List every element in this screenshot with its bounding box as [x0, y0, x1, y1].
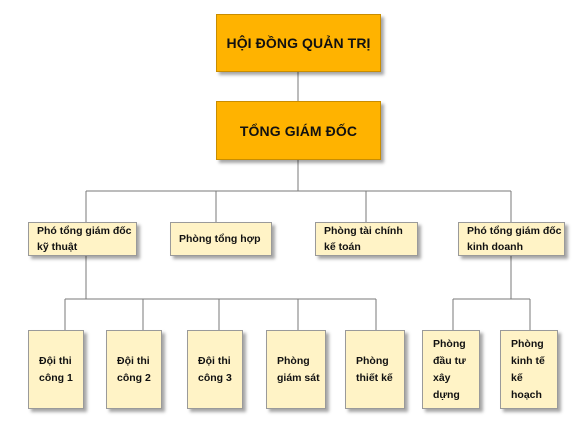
unit-construction-team-2-line2: công 2	[117, 371, 151, 384]
unit-supervision-department-line1: Phòng	[277, 354, 310, 367]
unit-supervision-department: Phòng giám sát	[266, 330, 326, 409]
dept-technical-deputy: Phó tổng giám đốc kỹ thuật	[28, 222, 137, 256]
dept-finance-accounting: Phòng tài chính kế toán	[315, 222, 418, 256]
unit-economic-planning-line1: Phòng	[511, 337, 544, 350]
dept-technical-deputy-line1: Phó tổng giám đốc	[37, 225, 132, 237]
dept-finance-accounting-line1: Phòng tài chính	[324, 225, 403, 237]
unit-construction-investment-line3: xây dựng	[433, 371, 460, 401]
dept-general-affairs: Phòng tổng hợp	[170, 222, 272, 256]
unit-construction-investment-department: Phòng đầu tư xây dựng	[422, 330, 480, 409]
unit-construction-team-2: Đội thi công 2	[106, 330, 162, 409]
dept-general-affairs-label: Phòng tổng hợp	[179, 233, 261, 245]
ceo-label: TỔNG GIÁM ĐỐC	[239, 122, 358, 139]
unit-economic-planning-line2: kinh tế	[511, 354, 545, 367]
unit-construction-investment-line1: Phòng	[433, 337, 466, 350]
dept-technical-deputy-line2: kỹ thuật	[37, 241, 78, 253]
unit-construction-team-2-line1: Đội thi	[117, 354, 150, 367]
unit-construction-team-3-line2: công 3	[198, 371, 232, 384]
ceo-box: TỔNG GIÁM ĐỐC	[216, 101, 381, 160]
dept-business-deputy: Phó tổng giám đốc kinh doanh	[458, 222, 565, 256]
unit-construction-team-3: Đội thi công 3	[187, 330, 243, 409]
unit-supervision-department-line2: giám sát	[277, 371, 320, 384]
unit-economic-planning-department: Phòng kinh tế kế hoạch	[500, 330, 558, 409]
unit-design-department-line1: Phòng	[356, 354, 389, 367]
dept-finance-accounting-line2: kế toán	[324, 241, 361, 253]
unit-construction-team-1: Đội thi công 1	[28, 330, 84, 409]
unit-economic-planning-line3: kế hoạch	[511, 371, 542, 401]
unit-construction-team-1-line1: Đội thi	[39, 354, 72, 367]
unit-construction-team-3-line1: Đội thi	[198, 354, 231, 367]
unit-construction-investment-line2: đầu tư	[433, 354, 466, 367]
dept-business-deputy-line1: Phó tổng giám đốc	[467, 225, 562, 237]
board-of-directors-box: HỘI ĐỒNG QUẢN TRỊ	[216, 14, 381, 72]
unit-design-department-line2: thiết kế	[356, 371, 393, 384]
board-of-directors-label: HỘI ĐỒNG QUẢN TRỊ	[226, 35, 371, 51]
unit-design-department: Phòng thiết kế	[345, 330, 405, 409]
dept-business-deputy-line2: kinh doanh	[467, 241, 523, 253]
unit-construction-team-1-line2: công 1	[39, 371, 73, 384]
